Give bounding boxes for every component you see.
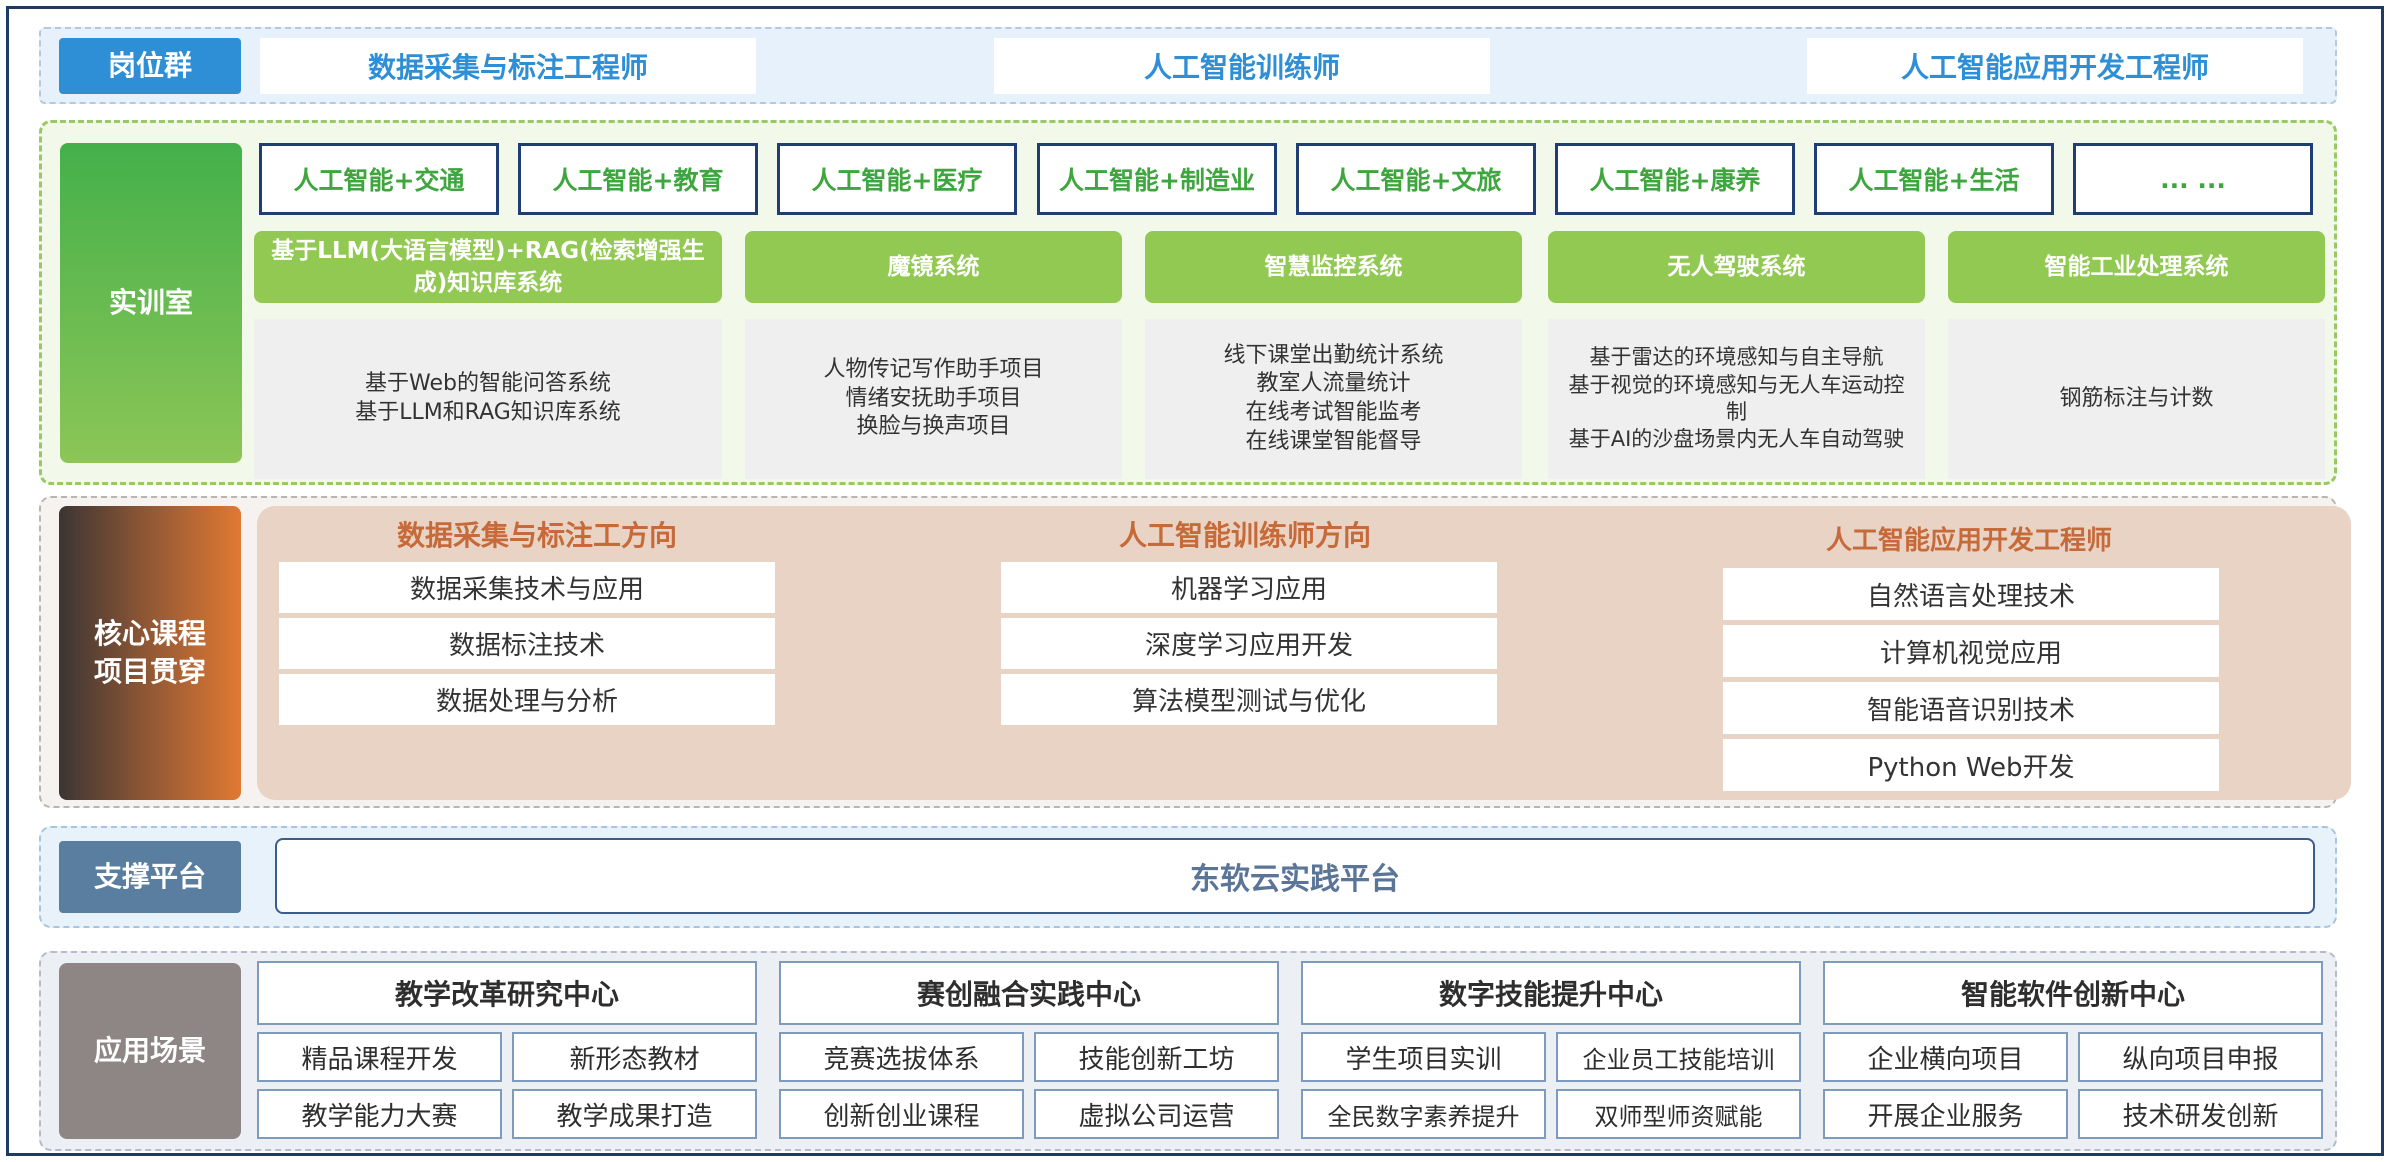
track-ai-trainer-title: 人工智能训练师方向 [1118,519,1371,552]
center-item: 学生项目实训 [1301,1032,1546,1082]
system-llm-rag-projects: 基于Web的智能问答系统 基于LLM和RAG知识库系统 [254,319,722,479]
project-item: 在线考试智能监考 [1245,400,1422,425]
project-item: 钢筋标注与计数 [2059,385,2214,411]
industry-health-care: 人工智能+康养 [1555,143,1795,215]
job-group-label: 岗位群 [59,38,241,94]
job-group-band: 岗位群 数据采集与标注工程师 人工智能训练师 人工智能应用开发工程师 [39,27,2337,104]
industry-culture-tourism: 人工智能+文旅 [1296,143,1536,215]
job-data-annotation-engineer: 数据采集与标注工程师 [260,38,756,94]
industry-manufacturing: 人工智能+制造业 [1037,143,1277,215]
center-item: 虚拟公司运营 [1034,1089,1279,1139]
industry-education: 人工智能+教育 [518,143,758,215]
system-industrial-projects: 钢筋标注与计数 [1948,319,2325,479]
system-autonomous-driving-projects: 基于雷达的环境感知与自主导航 基于视觉的环境感知与无人车运动控制 基于AI的沙盘… [1548,319,1925,479]
application-band: 应用场景 教学改革研究中心 精品课程开发 新形态教材 教学能力大赛 教学成果打造… [39,951,2337,1151]
course-item: 深度学习应用开发 [1001,618,1497,669]
project-item: 换脸与换声项目 [856,414,1011,440]
core-course-label-line1: 核心课程 [93,617,206,651]
center-item: 精品课程开发 [257,1032,502,1082]
center-software-innovation: 智能软件创新中心 [1823,961,2323,1025]
center-item: 开展企业服务 [1823,1089,2068,1139]
center-item: 教学能力大赛 [257,1089,502,1139]
industry-transport: 人工智能+交通 [259,143,499,215]
center-digital-skills: 数字技能提升中心 [1301,961,1801,1025]
course-item: 数据采集技术与应用 [279,562,775,613]
track-data-annotation-title: 数据采集与标注工方向 [396,519,677,552]
system-industrial-title: 智能工业处理系统 [1948,231,2325,303]
course-item: 算法模型测试与优化 [1001,674,1497,725]
project-item: 基于视觉的环境感知与无人车运动控制 [1568,372,1905,424]
course-item: 智能语音识别技术 [1723,682,2219,734]
core-course-label: 核心课程 项目贯穿 [59,506,241,800]
job-ai-trainer: 人工智能训练师 [994,38,1490,94]
training-lab-label: 实训室 [60,143,242,463]
center-item: 双师型师资赋能 [1556,1089,1801,1139]
center-competition-practice: 赛创融合实践中心 [779,961,1279,1025]
industry-more: ... ... [2073,143,2313,215]
industry-life: 人工智能+生活 [1814,143,2054,215]
project-item: 基于雷达的环境感知与自主导航 [1589,345,1884,370]
center-item: 创新创业课程 [779,1089,1024,1139]
center-item: 全民数字素养提升 [1301,1089,1546,1139]
center-item: 竞赛选拔体系 [779,1032,1024,1082]
training-lab-band: 实训室 人工智能+交通 人工智能+教育 人工智能+医疗 人工智能+制造业 人工智… [39,120,2337,485]
track-ai-app-developer-title: 人工智能应用开发工程师 [1825,526,2112,556]
project-item: 基于Web的智能问答系统 [365,371,611,397]
course-item: Python Web开发 [1723,739,2219,791]
project-item: 在线课堂智能督导 [1245,428,1422,454]
application-label: 应用场景 [59,963,241,1139]
system-llm-rag-title: 基于LLM(大语言模型)+RAG(检索增强生成)知识库系统 [254,231,722,303]
diagram-frame: 岗位群 数据采集与标注工程师 人工智能训练师 人工智能应用开发工程师 实训室 人… [6,6,2384,1156]
system-autonomous-driving-title: 无人驾驶系统 [1548,231,1925,303]
center-item: 技术研发创新 [2078,1089,2323,1139]
core-course-band: 核心课程 项目贯穿 数据采集与标注工方向 数据采集技术与应用 数据标注技术 数据… [39,496,2351,808]
support-platform-label: 支撑平台 [59,841,241,913]
center-item: 新形态教材 [512,1032,757,1082]
center-teaching-reform: 教学改革研究中心 [257,961,757,1025]
system-smart-monitor-projects: 线下课堂出勤统计系统 教室人流量统计 在线考试智能监考 在线课堂智能督导 [1145,319,1522,479]
system-magic-mirror-projects: 人物传记写作助手项目 情绪安抚助手项目 换脸与换声项目 [745,319,1122,479]
platform-name: 东软云实践平台 [275,838,2315,914]
system-magic-mirror-title: 魔镜系统 [745,231,1122,303]
industry-medical: 人工智能+医疗 [777,143,1017,215]
center-item: 教学成果打造 [512,1089,757,1139]
course-item: 机器学习应用 [1001,562,1497,613]
course-item: 计算机视觉应用 [1723,625,2219,677]
project-item: 基于AI的沙盘场景内无人车自动驾驶 [1568,427,1905,452]
center-item: 企业横向项目 [1823,1032,2068,1082]
course-item: 自然语言处理技术 [1723,568,2219,620]
system-smart-monitor-title: 智慧监控系统 [1145,231,1522,303]
center-item: 技能创新工坊 [1034,1032,1279,1082]
center-item: 纵向项目申报 [2078,1032,2323,1082]
core-course-label-line2: 项目贯穿 [93,655,206,688]
course-item: 数据标注技术 [279,618,775,669]
course-item: 数据处理与分析 [279,674,775,725]
job-ai-app-developer: 人工智能应用开发工程师 [1807,38,2303,94]
project-item: 线下课堂出勤统计系统 [1223,342,1444,368]
center-item: 企业员工技能培训 [1556,1032,1801,1082]
project-item: 基于LLM和RAG知识库系统 [355,400,621,425]
support-platform-band: 支撑平台 东软云实践平台 [39,826,2337,928]
project-item: 情绪安抚助手项目 [845,385,1022,411]
project-item: 人物传记写作助手项目 [823,357,1044,383]
project-item: 教室人流量统计 [1256,371,1411,397]
